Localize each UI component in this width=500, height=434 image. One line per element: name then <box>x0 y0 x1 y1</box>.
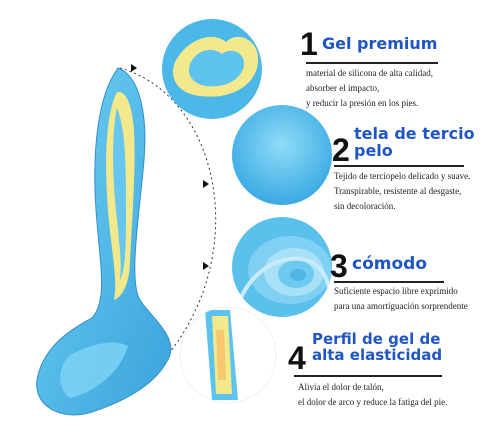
gel-detail-circle <box>162 19 262 119</box>
feature-desc-2-line-3: sin decoloración. <box>334 201 396 211</box>
title-underline-1 <box>306 62 438 64</box>
feature-desc-1: material de silicona de alta calidad, ab… <box>306 66 433 111</box>
feature-title-4: Perfil de gel de alta elasticidad <box>312 330 443 364</box>
feature-desc-1-line-3: y reducir la presión en los pies. <box>306 98 419 108</box>
feature-desc-4: Alivia el dolor de talón, el dolor de ar… <box>298 380 447 410</box>
feature-desc-3-line-1: Suficiente espacio libre exprimido <box>334 286 458 296</box>
feature-number-3: 3 <box>330 248 348 284</box>
arrow-marker-1 <box>131 64 137 72</box>
feature-title-2-line-2: pelo <box>354 140 393 160</box>
feature-title-4-line-1: Perfil de gel de <box>312 330 441 348</box>
title-underline-4 <box>294 375 442 377</box>
feature-desc-3: Suficiente espacio libre exprimido para … <box>334 284 468 314</box>
feature-title-2-line-1: tela de tercio <box>354 124 475 143</box>
feature-number-1: 1 <box>300 26 318 62</box>
feature-title-3-line-1: cómodo <box>352 254 427 274</box>
feature-title-2: tela de tercio pelo <box>354 124 475 160</box>
feature-title-3: cómodo <box>352 254 427 274</box>
feature-desc-1-line-2: absorber el impacto, <box>306 83 380 93</box>
feature-title-1-line-1: Gel premium <box>322 34 438 53</box>
arrow-marker-3 <box>203 262 209 270</box>
feature-number-4: 4 <box>288 340 306 376</box>
arrow-marker-2 <box>203 180 209 188</box>
feature-desc-2-line-1: Tejido de terciopelo delicado y suave. <box>334 171 471 181</box>
feature-desc-2-line-2: Transpirable, resistente al desgaste, <box>334 186 462 196</box>
feature-desc-4-line-2: el dolor de arco y reduce la fatiga del … <box>298 397 448 407</box>
feature-number-2: 2 <box>332 132 350 168</box>
title-underline-3 <box>334 281 444 283</box>
comfort-detail-circle <box>232 217 332 317</box>
feature-desc-2: Tejido de terciopelo delicado y suave. T… <box>334 169 470 214</box>
feature-title-1: Gel premium <box>322 34 438 53</box>
feature-desc-4-line-1: Alivia el dolor de talón, <box>298 382 384 392</box>
title-underline-2 <box>334 165 464 167</box>
fabric-detail-circle <box>232 105 332 205</box>
feature-desc-1-line-1: material de silicona de alta calidad, <box>306 68 433 78</box>
elastic-profile-circle <box>179 306 277 404</box>
feature-desc-3-line-2: para una amortiguación sorprendente <box>334 301 468 311</box>
insole-image <box>36 67 172 416</box>
feature-title-4-line-2: alta elasticidad <box>312 345 443 364</box>
